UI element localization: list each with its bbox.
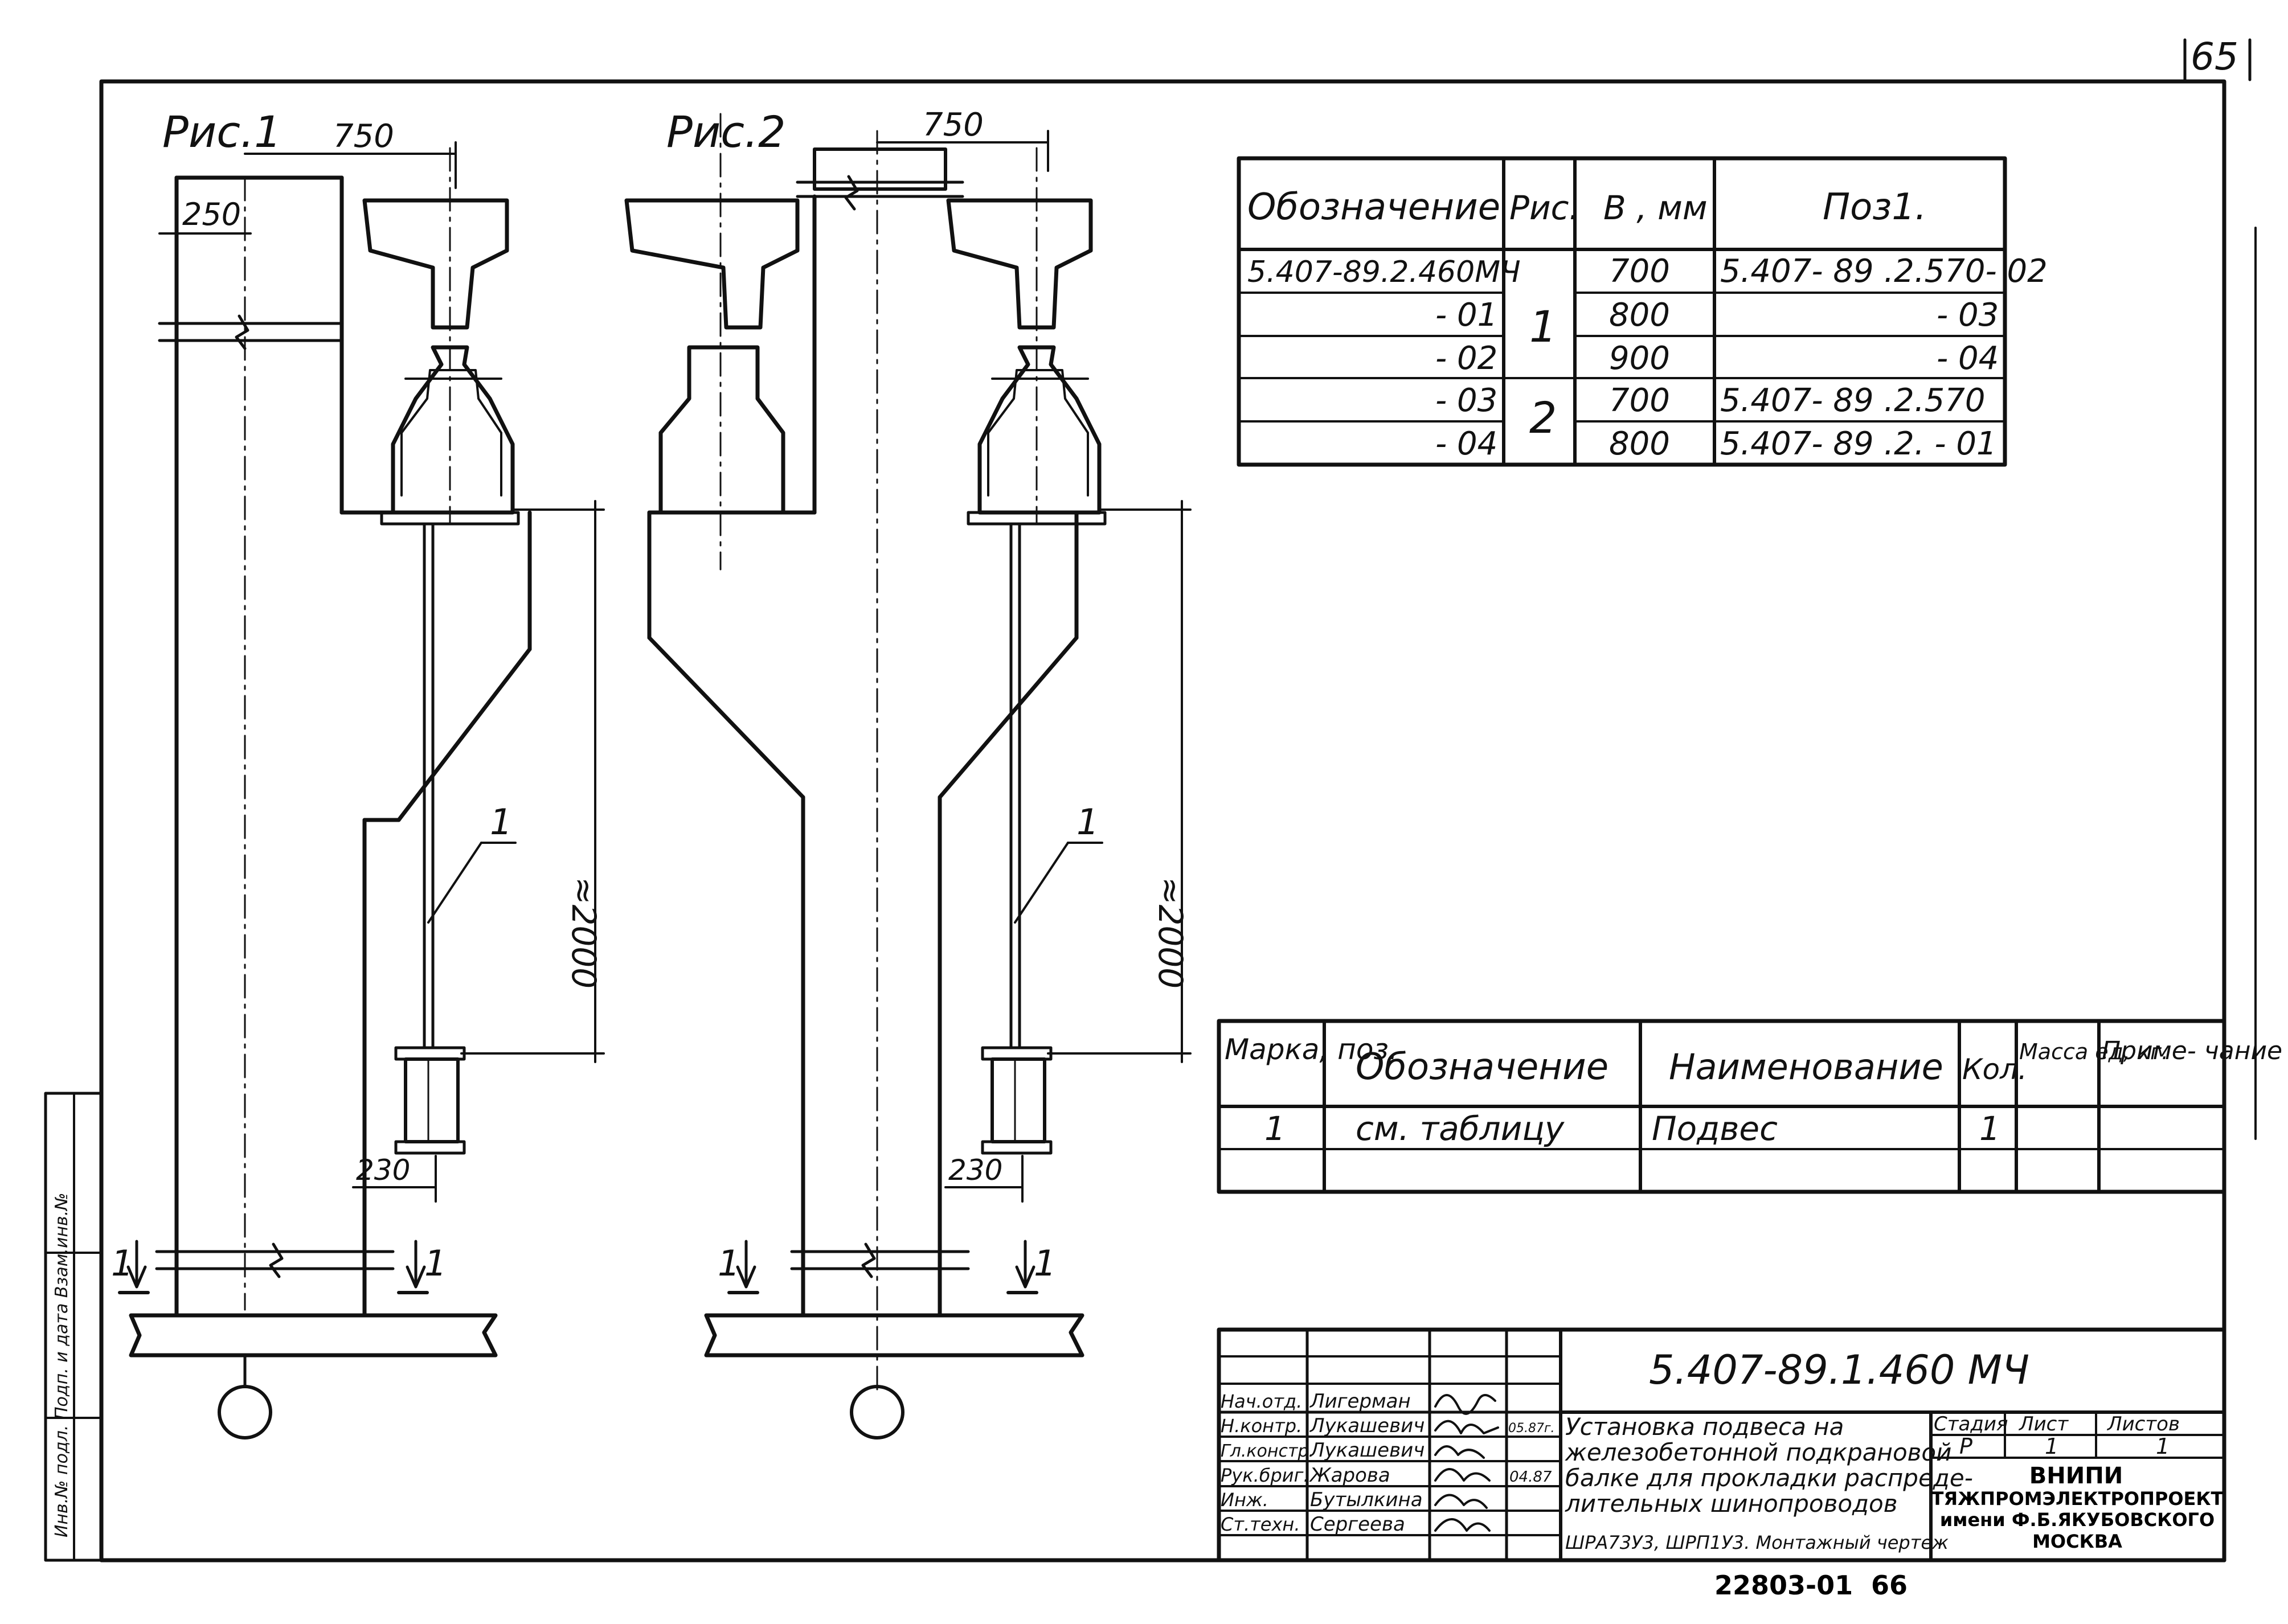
vt-row-b: 900 (1609, 340, 1670, 377)
vt-header-pos: Поз1. (1823, 186, 1926, 228)
spec-header-qty: Кол. (1962, 1053, 2027, 1086)
fig1-section-left: 1 (111, 1242, 133, 1284)
vt-row-pos: 5.407- 89 .2.570 (1720, 382, 1986, 419)
spec-header-mark: Марка, поз. (1225, 1033, 1398, 1066)
staff-role: Ст.техн. (1221, 1514, 1300, 1535)
fig2-hanger: 1 (981, 522, 1103, 1155)
fig2-section-marks: 1 1 (718, 1240, 1056, 1294)
spec-header-note: Приме- чание (2102, 1036, 2282, 1065)
vt-header-designation: Обозначение (1247, 186, 1500, 228)
vt-row-designation: - 04 (1435, 425, 1497, 462)
org-line: имени Ф.Б.ЯКУБОВСКОГО (1940, 1509, 2215, 1531)
vt-header-b: В , мм (1603, 188, 1708, 227)
vt-row-designation: - 01 (1435, 297, 1497, 334)
staff-date: 05.87г. (1508, 1421, 1555, 1436)
title-code: 5.407-89.1.460 МЧ (1649, 1347, 2029, 1393)
title-block: 5.407-89.1.460 МЧ Установка подвеса на ж… (1217, 1327, 2226, 1563)
org-line: ВНИПИ (2029, 1463, 2123, 1489)
staff-role: Рук.бриг. (1221, 1465, 1309, 1486)
staff-role: Нач.отд. (1221, 1391, 1302, 1412)
fig2-section-right: 1 (1034, 1242, 1056, 1284)
page-number: 65 (2191, 35, 2238, 79)
bottom-code: 22803-01 (1714, 1570, 1853, 1601)
figure-2: Рис.2 (624, 106, 1192, 1440)
vt-header-fig: Рис. (1509, 188, 1579, 227)
spec-table: Марка, поз. Обозначение Наименование Кол… (1217, 1019, 2282, 1194)
fig1-position: 1 (490, 801, 512, 843)
figure-1: Рис.1 (111, 106, 605, 1440)
fig2-dimensions: 750 ≈2000 230 (876, 106, 1192, 1203)
spec-row-qty: 1 (1979, 1109, 2000, 1148)
spec-header-mass: Масса ед, кг. (2019, 1039, 2168, 1064)
vt-row-designation: - 02 (1435, 340, 1497, 377)
vt-row-b: 800 (1609, 297, 1670, 334)
fig1-dim-height: ≈2000 (564, 877, 603, 989)
fig2-beam (946, 147, 1107, 526)
variants-table: Обозначение Рис. В , мм Поз1. 5.407-89.2… (1237, 156, 2048, 467)
vt-fig-group-2: 2 (1529, 392, 1557, 443)
fig2-section-left: 1 (718, 1242, 740, 1284)
staff-name: Лигерман (1309, 1390, 1411, 1413)
fig1-label: Рис.1 (162, 106, 282, 157)
sheets-header: Листов (2106, 1413, 2180, 1436)
fig1-section-right: 1 (424, 1242, 447, 1284)
fig2-dim-bottom: 230 (948, 1154, 1002, 1187)
vt-row-designation: - 03 (1435, 382, 1497, 419)
vt-row-designation: 5.407-89.2.460МЧ (1247, 255, 1521, 289)
fig1-hanger: 1 (394, 522, 517, 1155)
spec-header-name: Наименование (1669, 1046, 1943, 1088)
staff-name: Сергеева (1310, 1513, 1405, 1536)
staff-name: Бутылкина (1310, 1488, 1423, 1511)
staff-role: Инж. (1221, 1489, 1268, 1511)
fig1-dim-bottom: 230 (356, 1154, 410, 1187)
bottom-number: 66 (1871, 1570, 1908, 1601)
stage-value: Р (1959, 1434, 1972, 1459)
sheet-value: 1 (2045, 1434, 2058, 1459)
org-line: ТЯЖПРОМЭЛЕКТРОПРОЕКТ (1931, 1488, 2224, 1510)
vt-row-b: 800 (1609, 425, 1670, 462)
fig1-beam (362, 147, 520, 526)
side-stamp: Инв.№ подл. Подп. и дата Взам.инв.№ (44, 1092, 103, 1562)
vt-row-pos: 5.407- 89 .2.570- 02 (1720, 253, 2048, 290)
staff-name: Лукашевич (1309, 1414, 1425, 1437)
vt-row-b: 700 (1609, 253, 1670, 290)
staff-role: Н.контр. (1221, 1415, 1302, 1437)
spec-row-designation: см. таблицу (1356, 1109, 1565, 1148)
fig2-position: 1 (1077, 801, 1099, 843)
fig2-label: Рис.2 (666, 106, 786, 157)
title-description-line: лительных шинопроводов (1565, 1490, 1898, 1518)
staff-role: Гл.констр. (1221, 1441, 1314, 1461)
title-description-line: Установка подвеса на (1565, 1413, 1844, 1441)
fig1-section-marks: 1 1 (111, 1240, 447, 1294)
spec-row-mark: 1 (1264, 1109, 1286, 1148)
vt-row-b: 700 (1609, 382, 1670, 419)
spec-header-designation: Обозначение (1356, 1046, 1608, 1088)
vt-row-pos: - 04 (1937, 340, 1999, 377)
sheet-frame: 65 (99, 35, 2257, 1563)
fig1-dim-top: 750 (333, 118, 394, 155)
vt-row-pos: 5.407- 89 .2. - 01 (1720, 425, 1997, 462)
vt-row-pos: - 03 (1937, 297, 1999, 334)
title-description-line: балке для прокладки распреде- (1565, 1464, 1973, 1492)
staff-name: Лукашевич (1309, 1439, 1425, 1462)
org-line: МОСКВА (2032, 1531, 2122, 1552)
stage-header: Стадия (1934, 1413, 2008, 1436)
fig2-column (624, 113, 1084, 1440)
sheet-header: Лист (2018, 1413, 2069, 1436)
sheets-value: 1 (2156, 1434, 2170, 1459)
fig2-dim-top: 750 (923, 106, 984, 143)
staff-name: Жарова (1309, 1464, 1390, 1487)
vt-fig-group-1: 1 (1529, 301, 1557, 352)
fig1-column (129, 175, 532, 1440)
title-description-line: железобетонной подкрановой (1565, 1438, 1951, 1466)
fig1-dimensions: 750 250 ≈2000 230 (158, 118, 605, 1203)
staff-date: 04.87 (1509, 1469, 1552, 1486)
signatures (1434, 1394, 1499, 1532)
spec-row-name: Подвес (1652, 1109, 1778, 1148)
fig2-dim-height: ≈2000 (1151, 877, 1190, 989)
side-stamp-text: Инв.№ подл. Подп. и дата Взам.инв.№ (52, 1193, 72, 1537)
fig1-dim-column: 250 (182, 196, 241, 232)
title-description-line: ШРА73У3, ШРП1У3. Монтажный чертеж (1565, 1532, 1949, 1553)
